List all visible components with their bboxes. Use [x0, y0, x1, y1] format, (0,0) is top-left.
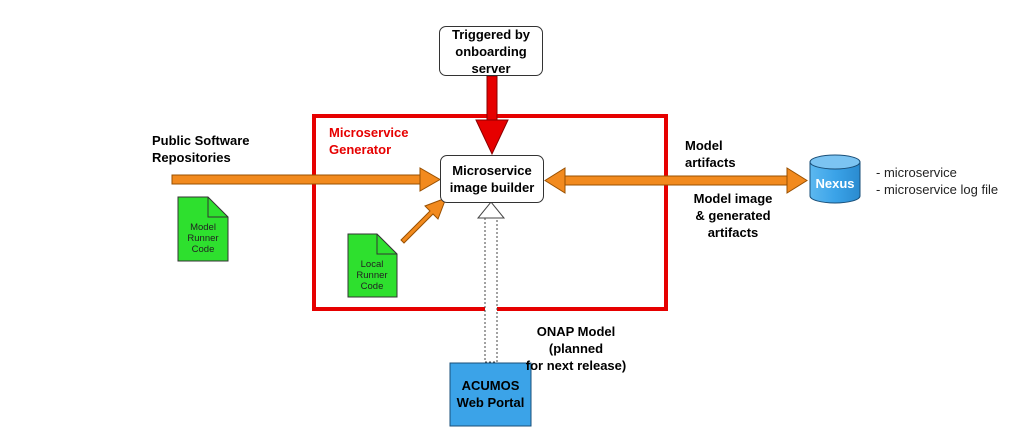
model-runner-line2: Runner: [187, 233, 219, 244]
onap-model-line2: for next release): [525, 358, 627, 373]
model-image-line1: Model image: [693, 191, 773, 206]
trigger-arrow: [475, 75, 509, 156]
nexus-cylinder: [809, 154, 861, 204]
model-artifacts-line1: Model: [685, 138, 723, 153]
local-runner-line1: Local: [360, 259, 384, 270]
builder-box: Microservice image builder: [440, 155, 544, 203]
nexus-arrow: [544, 167, 808, 194]
model-runner-line1: Model: [190, 222, 216, 233]
public-repos-line1: Public Software: [152, 133, 250, 148]
model-artifacts-label: Model artifacts: [685, 137, 736, 171]
model-runner-line3: Code: [191, 244, 215, 255]
nexus-item-log-file: - microservice log file: [876, 182, 999, 197]
acumos-line2: Web Portal: [456, 395, 525, 410]
local-runner-arrow: [400, 197, 447, 244]
acumos-label: ACUMOS Web Portal: [450, 377, 531, 411]
model-runner-text: Model Runner Code: [180, 222, 226, 255]
model-image-label: Model image & generated artifacts: [683, 190, 783, 241]
model-artifacts-line2: artifacts: [685, 155, 736, 170]
local-runner-doc: [347, 233, 398, 298]
nexus-contents: - microservice - microservice log file: [876, 164, 998, 198]
trigger-line2: onboarding: [455, 43, 527, 59]
model-image-line3: artifacts: [707, 225, 759, 240]
nexus-item-microservice: - microservice: [876, 165, 957, 180]
nexus-label: Nexus: [815, 176, 855, 191]
trigger-line1: Triggered by: [451, 26, 531, 42]
generator-title-line2: Generator: [329, 142, 392, 157]
generator-title-line1: Microservice: [329, 125, 409, 140]
local-runner-text: Local Runner Code: [349, 259, 395, 292]
local-runner-line3: Code: [360, 281, 384, 292]
trigger-box: Triggered by onboarding server: [439, 26, 543, 76]
generator-title: Microservice Generator: [329, 124, 409, 158]
trigger-line3: server: [471, 60, 511, 76]
builder-line2: image builder: [449, 180, 535, 195]
onap-model-label: ONAP Model (planned for next release): [509, 323, 643, 374]
acumos-line1: ACUMOS: [461, 378, 520, 393]
model-runner-doc: [177, 196, 229, 262]
local-runner-line2: Runner: [356, 270, 388, 281]
onap-model-line1: ONAP Model (planned: [536, 324, 616, 356]
acumos-arrow: [476, 201, 506, 363]
public-repos-label: Public Software Repositories: [152, 132, 250, 166]
public-repos-line2: Repositories: [152, 150, 231, 165]
public-repos-arrow: [171, 167, 442, 192]
acumos-box: [449, 362, 532, 427]
builder-line1: Microservice: [452, 163, 532, 178]
model-image-line2: & generated: [695, 208, 771, 223]
